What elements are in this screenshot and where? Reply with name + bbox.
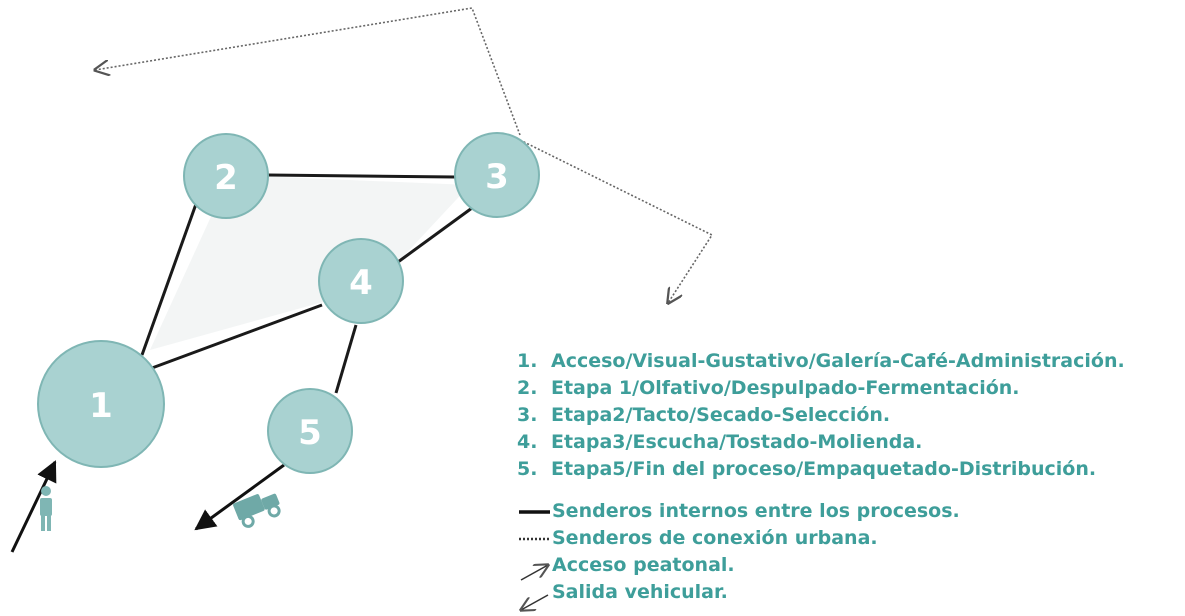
urban-path-dotted	[95, 7, 521, 136]
node-label-4: 4	[349, 263, 373, 303]
node-1: 1	[37, 340, 165, 468]
internal-path-3-4	[397, 206, 473, 264]
legend-access-arrow-symbol	[520, 565, 548, 581]
node-label-2: 2	[214, 158, 238, 198]
node-label-1: 1	[89, 386, 113, 426]
internal-path-1-2	[140, 203, 198, 356]
person-icon	[40, 486, 52, 531]
legend-exit-arrow-symbol	[521, 594, 549, 610]
urban-path-dotted	[519, 139, 714, 303]
internal-path-2-3	[267, 173, 456, 179]
node-label-5: 5	[298, 413, 322, 453]
internal-path-1-4	[151, 303, 323, 370]
node-2: 2	[183, 133, 269, 219]
truck-icon	[233, 493, 281, 528]
node-5: 5	[267, 388, 353, 474]
vehicle-exit-arrow	[194, 463, 285, 531]
node-4: 4	[318, 238, 404, 324]
pedestrian-access-arrow	[10, 460, 57, 553]
node-3: 3	[454, 132, 540, 218]
node-label-3: 3	[485, 157, 509, 197]
internal-path-4-5	[334, 324, 358, 394]
